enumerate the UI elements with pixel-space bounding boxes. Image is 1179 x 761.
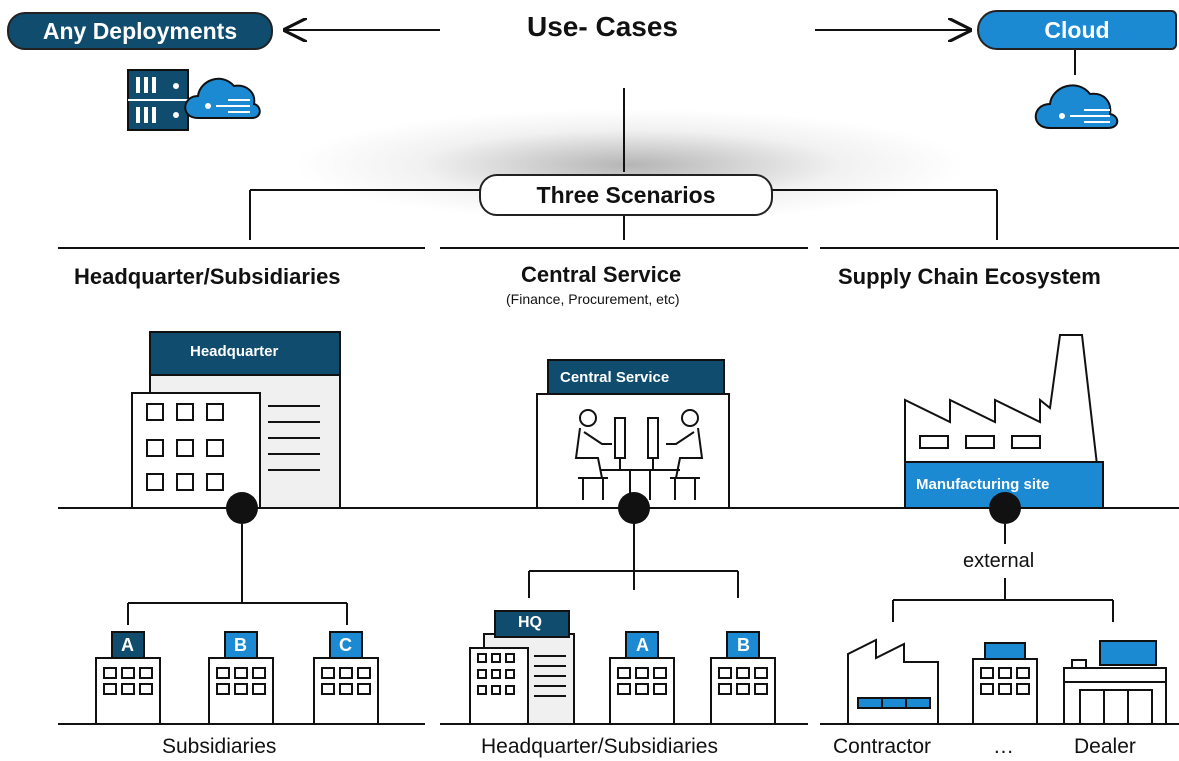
cloud-icon — [1034, 84, 1119, 129]
building-icon — [95, 631, 161, 725]
headquarter-label: Headquarter — [190, 343, 279, 360]
column-title-headquarter: Headquarter/Subsidiaries — [74, 264, 341, 289]
server-icon — [127, 69, 189, 131]
building-icon — [469, 610, 575, 725]
footer-dealer: Dealer — [1074, 735, 1136, 758]
three-scenarios-pill: Three Scenarios — [479, 174, 773, 216]
hq-badge: HQ — [518, 614, 542, 631]
store-icon — [1063, 640, 1167, 725]
building-icon — [710, 631, 776, 725]
column-title-supply-chain: Supply Chain Ecosystem — [838, 264, 1101, 289]
any-deployments-pill: Any Deployments — [7, 12, 273, 50]
column-subtitle-central-service: (Finance, Procurement, etc) — [506, 291, 680, 307]
building-icon — [208, 631, 274, 725]
node-dot — [226, 492, 258, 524]
subsidiary-badge-b: B — [737, 635, 750, 655]
subsidiary-badge-a: A — [636, 635, 649, 655]
manufacturing-site-label: Manufacturing site — [916, 476, 1050, 493]
external-label: external — [963, 550, 1035, 572]
office-workers-icon — [536, 359, 730, 509]
page-title: Use- Cases — [527, 11, 678, 42]
subsidiary-badge-b: B — [234, 635, 247, 655]
node-dot — [618, 492, 650, 524]
column-title-central-service: Central Service — [521, 262, 682, 287]
footer-ellipsis: … — [993, 735, 1014, 758]
building-icon — [131, 331, 341, 509]
building-icon — [609, 631, 675, 725]
building-icon — [972, 642, 1038, 725]
building-icon — [313, 631, 379, 725]
footer-headquarter-subsidiaries: Headquarter/Subsidiaries — [481, 735, 718, 758]
subsidiary-badge-a: A — [121, 635, 134, 655]
cloud-pill: Cloud — [977, 10, 1177, 50]
footer-contractor: Contractor — [833, 735, 932, 758]
node-dot — [989, 492, 1021, 524]
footer-subsidiaries: Subsidiaries — [162, 735, 277, 758]
central-service-label: Central Service — [560, 369, 670, 386]
cloud-icon — [184, 77, 261, 119]
factory-icon — [847, 638, 939, 725]
subsidiary-badge-c: C — [339, 635, 352, 655]
